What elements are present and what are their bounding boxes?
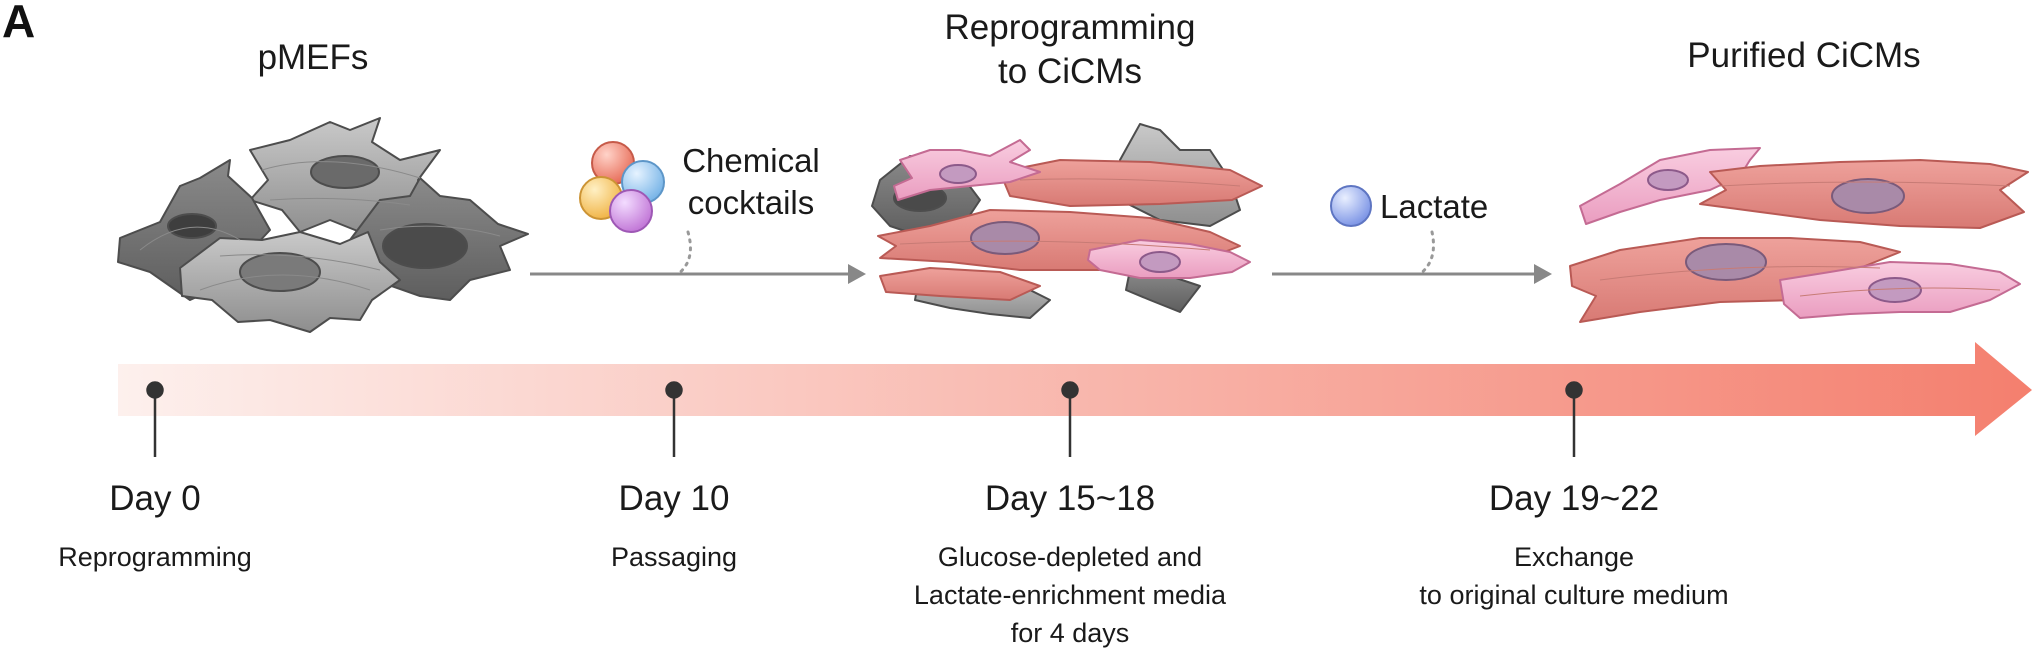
- timeline-day-19-22: Day 19~22: [1488, 479, 1660, 518]
- timeline-desc-0: Reprogramming: [0, 538, 415, 576]
- timeline-desc-15-18-line3: for 4 days: [1010, 618, 1130, 648]
- timeline-desc-15-18-line1: Glucose-depleted and: [937, 542, 1203, 572]
- timeline-marker-day15: [1061, 381, 1079, 457]
- timeline-desc-19-22: Exchange to original culture medium: [1314, 538, 1834, 614]
- stage-title-purified: Purified CiCMs: [1687, 36, 1921, 75]
- stage-title-reprogramming-line2: to CiCMs: [998, 52, 1142, 91]
- timeline-desc-15-18: Glucose-depleted and Lactate-enrichment …: [810, 538, 1330, 652]
- reagent-lactate: Lactate: [1380, 188, 1489, 225]
- timeline-day-10: Day 10: [618, 479, 730, 518]
- dotted-connector-1: [676, 230, 692, 276]
- stage-title-pmefs: pMEFs: [257, 38, 369, 77]
- timeline-day-0: Day 0: [109, 479, 201, 518]
- transition-arrow-1: [530, 264, 866, 284]
- pmef-cell-cluster: [117, 117, 529, 333]
- timeline-desc-15-18-line2: Lactate-enrichment media: [913, 580, 1227, 610]
- timeline-desc-10-line1: Passaging: [610, 542, 738, 572]
- reagent-chemical-cocktails: Chemical cocktails: [671, 140, 831, 224]
- chemical-cocktail-icon: [579, 141, 665, 233]
- panel-label: A: [2, 0, 36, 47]
- timeline-marker-day19: [1565, 381, 1583, 457]
- reprogramming-cell-cluster: [871, 123, 1263, 319]
- purified-cicm-cluster: [1569, 147, 2029, 323]
- stage-title-reprogramming: Reprogramming to CiCMs: [860, 6, 1280, 94]
- timeline-marker-day10: [665, 381, 683, 457]
- timeline-marker-day0: [146, 381, 164, 457]
- dotted-connector-2: [1418, 230, 1435, 276]
- timeline-day-15-18: Day 15~18: [984, 479, 1156, 518]
- timeline-desc-10: Passaging: [414, 538, 934, 576]
- reagent-chemical-line1: Chemical: [682, 142, 820, 179]
- lactate-icon: [1330, 185, 1372, 227]
- reagent-chemical-line2: cocktails: [687, 184, 815, 221]
- timeline-desc-19-22-line2: to original culture medium: [1419, 580, 1729, 610]
- timeline-desc-0-line1: Reprogramming: [58, 542, 252, 572]
- stage-title-reprogramming-line1: Reprogramming: [944, 8, 1196, 47]
- transition-arrow-2: [1272, 264, 1552, 284]
- timeline-desc-19-22-line1: Exchange: [1513, 542, 1635, 572]
